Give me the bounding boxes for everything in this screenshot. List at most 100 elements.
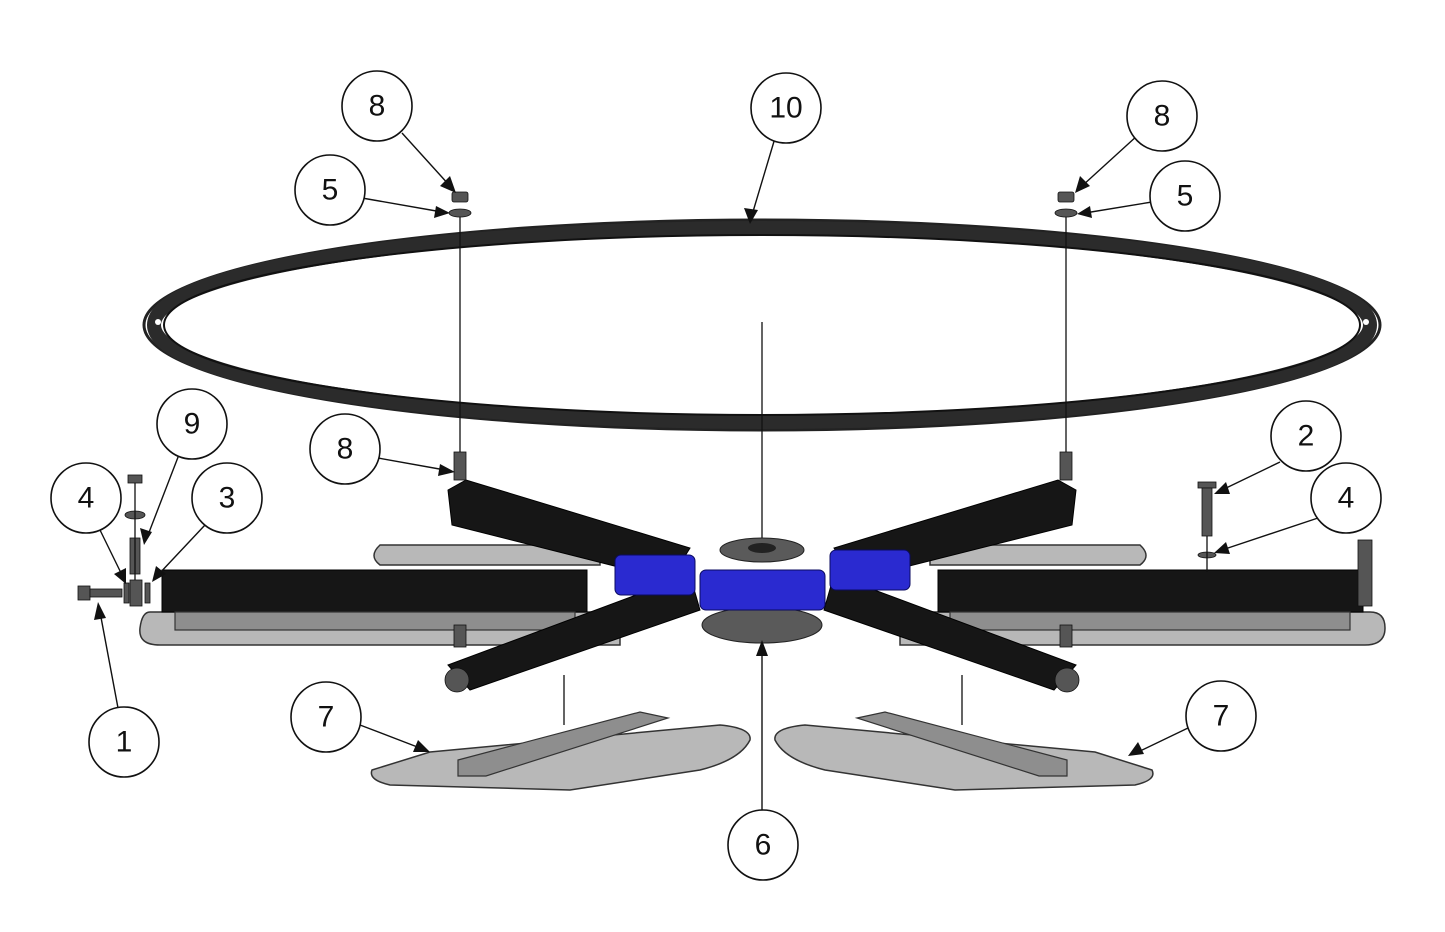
arrow-6 bbox=[756, 640, 768, 656]
top-fasteners bbox=[448, 191, 1078, 218]
plate-back-left bbox=[373, 544, 601, 566]
arrow-4-left bbox=[114, 568, 126, 584]
hub-top-hole bbox=[748, 543, 776, 553]
assembly-rods bbox=[459, 215, 1067, 725]
post-front-right bbox=[1059, 624, 1073, 648]
leader-2 bbox=[1221, 461, 1281, 491]
callout-label: 10 bbox=[769, 92, 802, 125]
nut-top-right bbox=[1057, 191, 1075, 203]
bolt-1-head bbox=[77, 585, 91, 601]
callouts: 8 10 8 5 5 9 8 2 bbox=[50, 70, 1382, 881]
callout-label: 3 bbox=[219, 482, 236, 515]
post-back-left bbox=[453, 451, 467, 481]
washer-3 bbox=[144, 582, 151, 604]
callout-label: 4 bbox=[78, 482, 95, 515]
washer-top-right bbox=[1054, 208, 1078, 218]
callout-4-right: 4 bbox=[1310, 462, 1382, 534]
post-back-right bbox=[1059, 451, 1073, 481]
callout-label: 8 bbox=[1154, 100, 1171, 133]
arrow-1 bbox=[94, 602, 106, 620]
leader-5-right bbox=[1084, 201, 1153, 214]
callout-10: 10 bbox=[750, 72, 822, 144]
callout-label: 5 bbox=[322, 174, 339, 207]
hub-base bbox=[701, 606, 823, 644]
post-front-left bbox=[453, 624, 467, 648]
leader-3 bbox=[157, 524, 206, 576]
arm-fasteners bbox=[444, 451, 1373, 693]
knob-front-right bbox=[1054, 667, 1080, 693]
callout-label: 8 bbox=[369, 90, 386, 123]
arm-left bbox=[161, 569, 588, 613]
callout-label: 7 bbox=[318, 701, 335, 734]
plate-back-right bbox=[929, 544, 1147, 566]
leader-4-right bbox=[1221, 517, 1319, 551]
pin-2-head bbox=[1197, 481, 1217, 489]
callout-label: 7 bbox=[1213, 700, 1230, 733]
knob-front-left bbox=[444, 667, 470, 693]
callout-5-left: 5 bbox=[294, 154, 366, 226]
callout-label: 4 bbox=[1338, 482, 1355, 515]
bolt-1-shank bbox=[89, 588, 123, 598]
callout-8-top-left: 8 bbox=[341, 70, 413, 142]
arrow-9 bbox=[140, 528, 152, 545]
arrow-8-top-left bbox=[440, 176, 456, 193]
arrow-10 bbox=[744, 208, 758, 224]
leader-9 bbox=[147, 451, 181, 536]
callout-4-left: 4 bbox=[50, 462, 122, 534]
nut-top-left bbox=[451, 191, 469, 203]
leader-lines bbox=[94, 132, 1319, 810]
callout-6: 6 bbox=[727, 809, 799, 881]
leader-7-right bbox=[1137, 727, 1189, 753]
arrow-5-right bbox=[1077, 206, 1092, 218]
callout-label: 9 bbox=[184, 408, 201, 441]
bottom-bar-left bbox=[457, 711, 671, 777]
arrow-2 bbox=[1214, 482, 1230, 494]
callout-5-right: 5 bbox=[1149, 160, 1221, 232]
ring-hole-right bbox=[1363, 319, 1369, 325]
ring-hole-left bbox=[155, 319, 161, 325]
callout-2: 2 bbox=[1270, 400, 1342, 472]
arrow-8-mid bbox=[438, 464, 455, 476]
callout-1: 1 bbox=[88, 706, 160, 778]
right-fastener-stack bbox=[1197, 481, 1217, 572]
arrow-3 bbox=[152, 566, 166, 582]
callout-label: 1 bbox=[116, 726, 133, 759]
callout-3: 3 bbox=[191, 462, 263, 534]
leader-1 bbox=[99, 611, 119, 709]
arrow-7-right bbox=[1128, 742, 1144, 756]
callout-8-mid: 8 bbox=[309, 413, 381, 485]
arrow-5-left bbox=[434, 206, 450, 218]
spacer-9 bbox=[129, 579, 143, 607]
horizontal-arms bbox=[161, 569, 1364, 631]
hub-block-center bbox=[699, 569, 826, 611]
leader-8-top-left bbox=[401, 132, 451, 187]
callout-7-right: 7 bbox=[1185, 680, 1257, 752]
arm-right bbox=[937, 569, 1364, 613]
arrow-7-left bbox=[413, 740, 430, 752]
callout-8-top-right: 8 bbox=[1126, 80, 1198, 152]
leader-5-left bbox=[361, 197, 443, 213]
callout-9: 9 bbox=[156, 388, 228, 460]
post-right-end bbox=[1357, 539, 1373, 607]
leader-10 bbox=[751, 137, 776, 216]
hub-block-right bbox=[829, 549, 911, 591]
callout-7-left: 7 bbox=[290, 681, 362, 753]
washer-4-left bbox=[123, 582, 130, 604]
leader-4-left bbox=[99, 529, 123, 576]
callout-label: 6 bbox=[755, 829, 772, 862]
callout-label: 2 bbox=[1298, 420, 1315, 453]
leader-8-mid bbox=[377, 457, 446, 471]
pin-2-shank bbox=[1201, 487, 1213, 537]
leader-8-top-right bbox=[1081, 134, 1139, 187]
arrow-4-right bbox=[1214, 542, 1230, 554]
arm-left-underplate bbox=[174, 611, 576, 631]
left-fastener-stack bbox=[77, 474, 151, 607]
central-hub bbox=[614, 537, 911, 644]
washer-top-left bbox=[448, 208, 472, 218]
nut-9-top bbox=[127, 474, 143, 484]
arrow-8-top-right bbox=[1075, 176, 1090, 193]
bottom-bar-right bbox=[854, 711, 1068, 777]
leader-7-left bbox=[359, 724, 421, 749]
arm-right-underplate bbox=[949, 611, 1351, 631]
